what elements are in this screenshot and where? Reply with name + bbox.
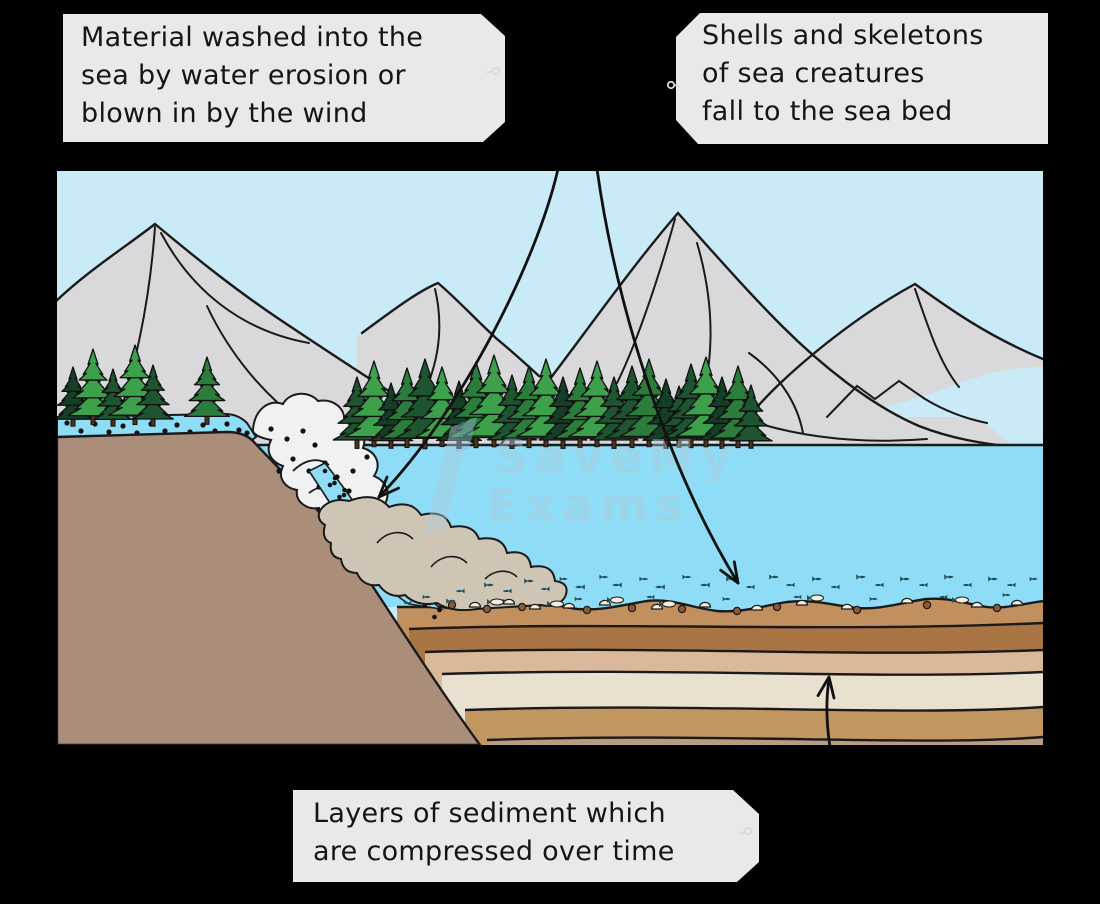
- sediment-plume: [317, 496, 568, 612]
- label-line: Shells and skeletons: [702, 20, 984, 51]
- layers-label-box: Layers of sediment which are compressed …: [293, 790, 759, 882]
- arrow-layers-up: [816, 675, 836, 745]
- watermark-text-line1: SaveMy: [495, 430, 738, 484]
- arrow-shells-to-seabed: [595, 171, 740, 585]
- pebbles-group: [447, 600, 1002, 616]
- label-line: of sea creatures: [702, 58, 925, 89]
- pine-trees: [57, 344, 773, 450]
- sediment-diagram-illustration: SaveMy Exams: [57, 171, 1043, 745]
- fish-school: [403, 574, 1038, 608]
- material-label-box: Material washed into the sea by water er…: [63, 14, 505, 142]
- pine-tree: [183, 356, 231, 425]
- label-line: Layers of sediment which: [313, 798, 666, 829]
- layer-5: [465, 707, 1043, 745]
- pine-tree: [131, 364, 175, 427]
- label-line: fall to the sea bed: [702, 96, 953, 127]
- arrow-material-to-plume: [377, 171, 559, 499]
- pine-tree: [729, 384, 773, 449]
- shells-label-box: Shells and skeletons of sea creatures fa…: [676, 13, 1048, 144]
- layer-boundary-lines: [408, 621, 1043, 742]
- label-line: sea by water erosion or: [81, 60, 406, 91]
- annotation-arrows: [377, 171, 836, 745]
- label-line: blown in by the wind: [81, 98, 368, 129]
- watermark: SaveMy Exams: [425, 417, 738, 533]
- label-line: are compressed over time: [313, 836, 675, 867]
- watermark-logo-accent: [455, 417, 477, 453]
- layer-6: [487, 737, 1043, 745]
- watermark-text-line2: Exams: [487, 478, 689, 532]
- label-line: Material washed into the: [81, 22, 424, 53]
- pine-tree: [67, 348, 119, 425]
- watermark-logo-slash: [425, 420, 471, 533]
